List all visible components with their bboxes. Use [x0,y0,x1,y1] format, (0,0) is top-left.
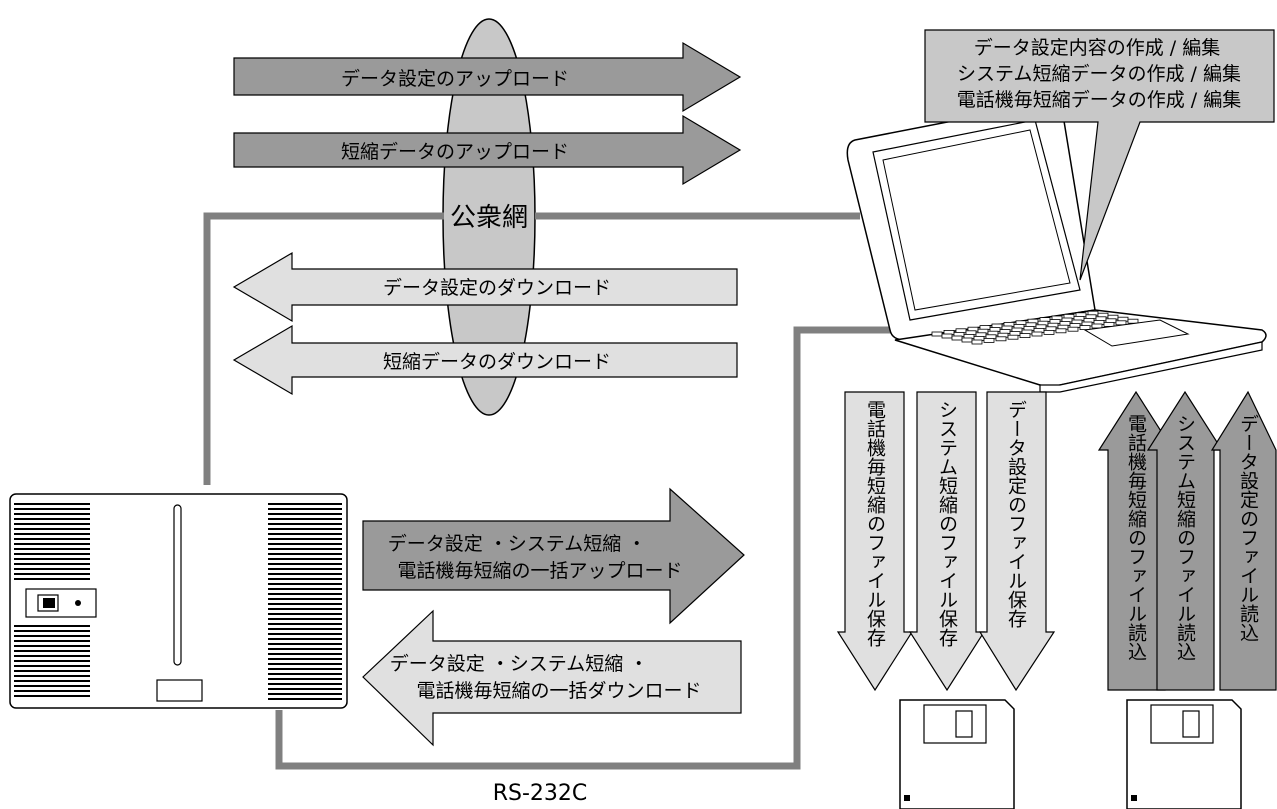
keyboard-key [983,337,995,343]
svg-text:電話機毎短縮データの作成 / 編集: 電話機毎短縮データの作成 / 編集 [957,89,1241,111]
bulk-download-arrow: データ設定 ・システム短縮 ・ 電話機毎短縮の一括ダウンロード [362,609,742,747]
upload-data-settings-arrow: データ設定のアップロード [233,41,742,113]
upload-speed-dial-arrow: 短縮データのアップロード [233,114,742,186]
laptop-callout: データ設定内容の作成 / 編集 システム短縮データの作成 / 編集 電話機毎短縮… [924,29,1275,281]
svg-text:短縮データのアップロード: 短縮データのアップロード [341,141,569,163]
save-arrow-data-settings: データ設定のファイル保存 [978,391,1056,692]
pbx-vent-left [14,503,90,697]
keyboard-key [1115,320,1127,326]
keyboard-key [1019,333,1031,339]
keyboard-key [1007,334,1019,340]
public-network-line [203,212,444,485]
pbx-unit [9,493,348,709]
svg-text:システム短縮のファイル保存: システム短縮のファイル保存 [936,400,958,647]
save-arrow-phone-speed-dial: 電話機毎短縮のファイル保存 [836,391,914,692]
keyboard-key [1127,318,1139,324]
keyboard-key [1043,329,1055,335]
keyboard-key [1091,323,1103,329]
svg-text:システム短縮のファイル読込: システム短縮のファイル読込 [1174,414,1196,661]
download-speed-dial-arrow: 短縮データのダウンロード [232,324,738,396]
svg-text:データ設定のファイル保存: データ設定のファイル保存 [1005,400,1027,628]
load-arrow-system-speed-dial: システム短縮のファイル読込 [1146,390,1224,691]
keyboard-key [1067,326,1079,332]
floppy-disk-load [1126,699,1242,809]
svg-text:データ設定のファイル読込: データ設定のファイル読込 [1237,414,1259,642]
svg-text:データ設定のダウンロード: データ設定のダウンロード [383,277,611,299]
load-arrow-data-settings: データ設定のファイル読込 [1210,390,1277,691]
keyboard-key [931,331,943,337]
svg-text:電話機毎短縮のファイル保存: 電話機毎短縮のファイル保存 [864,400,886,647]
rs232c-line [275,326,895,770]
keyboard-key [995,336,1007,342]
floppy-disk-save [899,699,1015,809]
keyboard-key [941,333,953,339]
svg-text:電話機毎短縮のファイル読込: 電話機毎短縮のファイル読込 [1125,414,1147,661]
svg-text:データ設定内容の作成 / 編集: データ設定内容の作成 / 編集 [974,37,1220,59]
save-arrow-system-speed-dial: システム短縮のファイル保存 [908,391,986,692]
laptop [846,101,1267,393]
svg-text:電話機毎短縮の一括ダウンロード: 電話機毎短縮の一括ダウンロード [416,680,701,702]
download-data-settings-arrow: データ設定のダウンロード [232,251,738,323]
svg-text:データ設定のアップロード: データ設定のアップロード [341,68,569,90]
keyboard-key [1079,325,1091,331]
public-network-label: 公衆網 [450,203,528,233]
keyboard-key [961,337,973,343]
pbx-vent-right [268,503,342,700]
keyboard-key [951,335,963,341]
keyboard-key [1031,331,1043,337]
load-arrow-phone-speed-dial: 電話機毎短縮のファイル読込 [1097,390,1175,691]
svg-text:データ設定 ・システム短縮 ・: データ設定 ・システム短縮 ・ [388,533,647,555]
rs232c-label: RS-232C [493,781,588,806]
keyboard-key [971,339,983,345]
svg-text:システム短縮データの作成 / 編集: システム短縮データの作成 / 編集 [957,63,1241,85]
keyboard-key [1103,321,1115,327]
svg-text:短縮データのダウンロード: 短縮データのダウンロード [383,351,611,373]
bulk-upload-arrow: データ設定 ・システム短縮 ・ 電話機毎短縮の一括アップロード [362,487,745,625]
keyboard-key [1055,328,1067,334]
laptop-keyboard [931,310,1139,345]
svg-text:電話機毎短縮の一括アップロード: 電話機毎短縮の一括アップロード [397,560,682,582]
svg-text:データ設定 ・システム短縮 ・: データ設定 ・システム短縮 ・ [390,653,649,675]
